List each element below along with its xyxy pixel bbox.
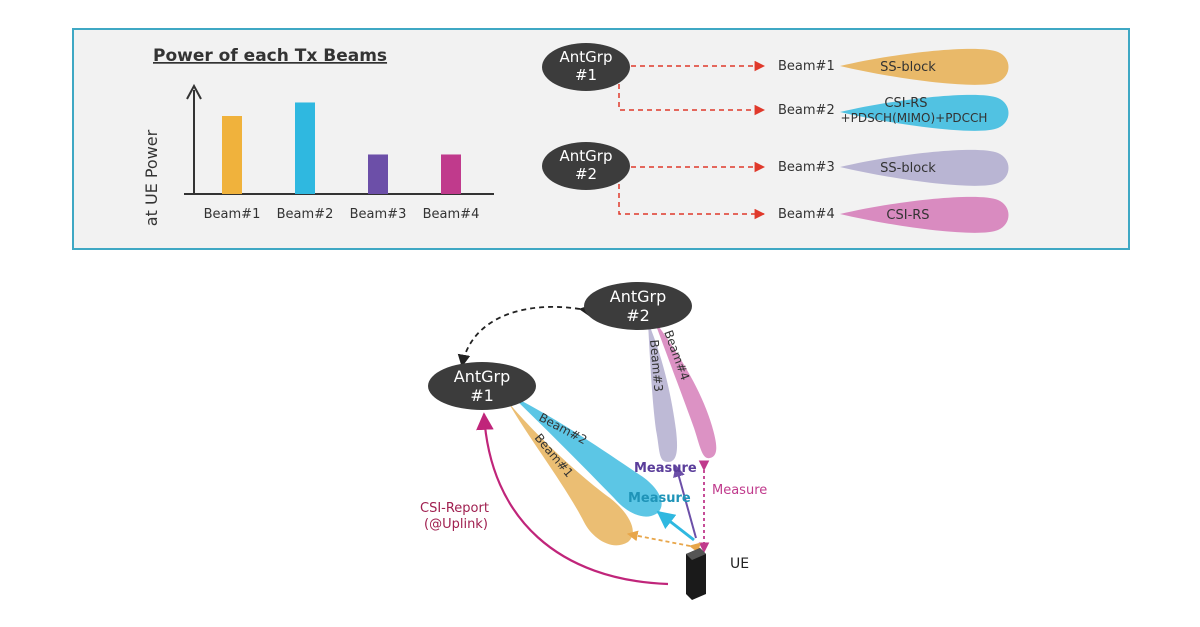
ue-device-icon [686, 548, 706, 600]
beam3-signal: SS-block [880, 161, 936, 176]
bar-label-1: Beam#1 [204, 207, 261, 222]
beam4-lobe [840, 196, 1009, 233]
scene-beam3-label: Beam#3 [647, 339, 666, 392]
scene-antgrp1-line1: AntGrp [454, 367, 511, 386]
bar-3 [368, 154, 388, 194]
antgrp2-oval [542, 142, 630, 190]
beam-scene: Beam#2 Beam#1 Beam#3 Beam#4 AntGrp #2 An… [420, 282, 767, 600]
scene-beam3-lobe [648, 322, 678, 462]
scene-antgrp2-line2: #2 [626, 306, 650, 325]
beam2-signal-line2: +PDSCH(MIMO)+PDCCH [841, 111, 988, 125]
beam3-label: Beam#3 [778, 160, 835, 175]
beam4-label: Beam#4 [778, 207, 835, 222]
beam1-lobe [840, 48, 1009, 85]
beam2-lobe [840, 94, 1009, 131]
antgrp2-label-line2: #2 [575, 165, 597, 183]
y-axis-arrow [186, 83, 202, 100]
antenna-beam-mapping: AntGrp #1 AntGrp #2 Beam#1 Beam#2 Beam#3… [542, 43, 1009, 233]
power-bar-chart: Power of each Tx Beams at UE Power Beam#… [142, 46, 494, 226]
csi-report-line2: (@Uplink) [424, 517, 488, 532]
scene-beam4-label: Beam#4 [661, 328, 692, 382]
scene-beam4-lobe [654, 320, 717, 459]
antgrp1-label-line1: AntGrp [560, 48, 613, 66]
ue-label: UE [730, 556, 749, 572]
chart-ylabel: at UE Power [142, 129, 161, 226]
scene-antgrp1-line2: #1 [470, 386, 494, 405]
beam4-signal: CSI-RS [886, 208, 929, 223]
beam1-label: Beam#1 [778, 59, 835, 74]
beam2-label: Beam#2 [778, 103, 835, 118]
beam3-lobe [840, 149, 1009, 186]
scene-beam1-lobe [508, 402, 633, 546]
arrow-antgrp2-beam4 [618, 184, 766, 220]
scene-beam2-lobe [512, 396, 662, 517]
measure-beam2-arrow [656, 510, 695, 542]
beam2-signal-line1: CSI-RS [884, 96, 927, 111]
bar-label-2: Beam#2 [277, 207, 334, 222]
bar-2 [295, 102, 315, 194]
inter-group-link [457, 304, 593, 368]
beam1-ue-link [626, 530, 701, 554]
arrow-antgrp1-beam2 [618, 84, 766, 116]
bar-label-3: Beam#3 [350, 207, 407, 222]
bar-label-group: Beam#1 Beam#2 Beam#3 Beam#4 [204, 207, 480, 222]
antgrp1-label-line2: #1 [575, 66, 597, 84]
antgrp1-oval [542, 43, 630, 91]
scene-antgrp2-line1: AntGrp [610, 287, 667, 306]
measure-label-pink: Measure [712, 483, 767, 498]
bar-label-4: Beam#4 [423, 207, 480, 222]
bar-4 [441, 154, 461, 194]
scene-antgrp2-oval [584, 282, 692, 330]
chart-title: Power of each Tx Beams [153, 46, 387, 66]
measure-label-purple: Measure [634, 461, 697, 476]
csi-report-line1: CSI-Report [420, 501, 489, 516]
beam1-signal: SS-block [880, 60, 936, 75]
scene-antgrp1-oval [428, 362, 536, 410]
bar-1 [222, 116, 242, 194]
bar-group [222, 102, 461, 194]
measure-label-blue: Measure [628, 491, 691, 506]
antgrp2-label-line1: AntGrp [560, 147, 613, 165]
measure-beam3-arrow [673, 464, 697, 539]
csi-report-arrow [476, 412, 669, 586]
